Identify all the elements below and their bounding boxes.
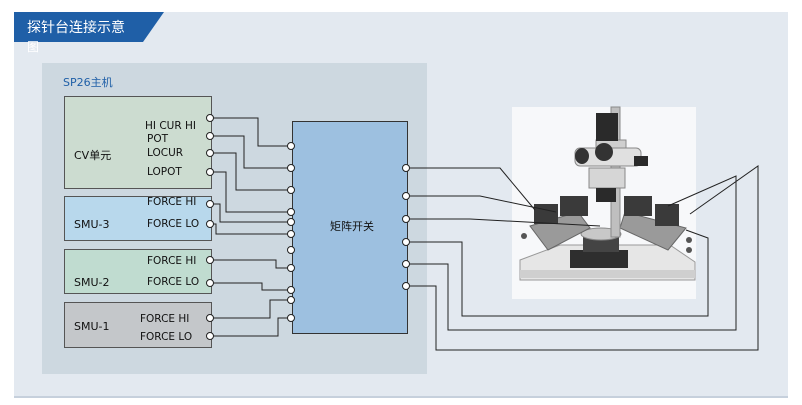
connector-circle-icon <box>206 256 214 264</box>
connector-circle-icon <box>287 246 295 254</box>
connector-circle-icon <box>287 186 295 194</box>
connector-circle-icon <box>287 264 295 272</box>
wire-smu1-hi <box>210 299 291 319</box>
smu3-port-force-hi: FORCE HI <box>147 196 197 208</box>
connector-circle-icon <box>287 314 295 322</box>
connector-circle-icon <box>287 208 295 216</box>
matrix-input-connectors <box>287 142 295 322</box>
wire-smu3-hi <box>210 203 291 223</box>
connector-circle-icon <box>402 282 410 290</box>
smu2-port-force-hi: FORCE HI <box>147 255 197 267</box>
wire-smu3-lo <box>210 223 291 235</box>
wire-out-2 <box>406 195 557 213</box>
connector-circle-icon <box>287 164 295 172</box>
connector-circle-icon <box>402 238 410 246</box>
connector-circle-icon <box>206 149 214 157</box>
cv-port-pot: POT <box>147 133 169 145</box>
smu2-name: SMU-2 <box>74 276 110 289</box>
wire-out-3 <box>406 218 601 227</box>
wire-cv-lopot <box>210 171 291 213</box>
connector-circle-icon <box>206 314 214 322</box>
title-bar <box>14 12 164 42</box>
matrix-output-connectors <box>402 164 410 290</box>
diagram-title-wrap: 图 <box>27 40 40 54</box>
connector-circle-icon <box>402 215 410 223</box>
wire-cv-pot <box>210 135 291 169</box>
matrix-switch-label: 矩阵开关 <box>330 220 374 233</box>
wire-out-4 <box>406 229 709 317</box>
connector-circle-icon <box>287 296 295 304</box>
connector-circle-icon <box>206 168 214 176</box>
connector-circle-icon <box>206 200 214 208</box>
smu1-box <box>64 302 212 348</box>
wire-out-5 <box>406 175 737 331</box>
smu2-box <box>64 249 212 294</box>
cv-port-locur: LOCUR <box>147 147 184 159</box>
connector-circle-icon <box>206 114 214 122</box>
smu1-name: SMU-1 <box>74 320 110 333</box>
wire-out-6 <box>406 165 759 351</box>
wire-out-1 <box>406 167 536 211</box>
smu2-port-force-lo: FORCE LO <box>147 276 200 288</box>
connector-circle-icon <box>206 220 214 228</box>
connector-circle-icon <box>287 142 295 150</box>
smu1-port-force-hi: FORCE HI <box>140 313 190 325</box>
wire-cv-locur <box>210 152 291 191</box>
wires <box>210 117 759 351</box>
connector-circle-icon <box>206 332 214 340</box>
smu3-name: SMU-3 <box>74 218 110 231</box>
matrix-switch-box <box>292 121 408 334</box>
cv-port-hi-cur-hi: HI CUR HI <box>145 120 196 132</box>
wire-smu1-lo <box>210 317 291 337</box>
connector-circle-icon <box>402 192 410 200</box>
connector-circle-icon <box>206 279 214 287</box>
diagram-title: 探针台连接示意 <box>27 20 125 36</box>
wire-smu2-lo <box>210 282 291 291</box>
cv-unit-name: CV单元 <box>74 149 112 162</box>
smu3-port-force-lo: FORCE LO <box>147 218 200 230</box>
connector-circle-icon <box>206 132 214 140</box>
smu3-box <box>64 196 212 241</box>
wire-cv-hicur <box>210 117 291 147</box>
connector-circle-icon <box>287 286 295 294</box>
cv-unit-box <box>64 96 212 189</box>
connector-circle-icon <box>402 164 410 172</box>
probe-station-illustration <box>519 106 696 281</box>
connector-circle-icon <box>402 260 410 268</box>
connector-circle-icon <box>287 230 295 238</box>
unit-connectors <box>206 114 214 340</box>
smu1-port-force-lo: FORCE LO <box>140 331 193 343</box>
connector-circle-icon <box>287 218 295 226</box>
wire-smu2-hi <box>210 259 291 269</box>
cv-port-lopot: LOPOT <box>147 166 182 178</box>
host-label: SP26主机 <box>63 76 113 89</box>
